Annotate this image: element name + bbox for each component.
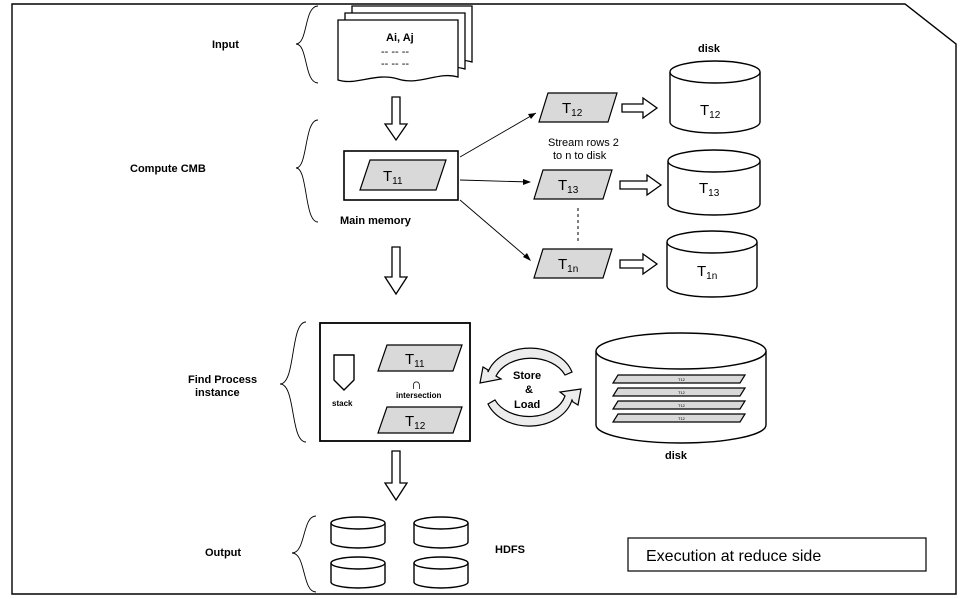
disk-top-label: disk <box>698 43 721 55</box>
input-doc-line-2: -- -- -- <box>381 58 409 70</box>
stage-label-find-process-1: Find Process <box>188 374 257 386</box>
big-disk-label: disk <box>665 450 688 462</box>
store-load-arrow-bottom <box>487 388 582 427</box>
disk-t1n: T1n <box>666 230 758 298</box>
disk-t13-label: T13 <box>699 180 720 199</box>
store-load-cycle: Store & Load <box>479 347 582 427</box>
process-table-t11 <box>377 344 463 372</box>
big-disk: T12 T12 T12 T12 disk <box>595 332 767 462</box>
stage-label-compute: Compute CMB <box>130 163 206 175</box>
brace-input <box>295 5 319 84</box>
down-arrow-1 <box>383 96 409 142</box>
input-doc-line-1: -- -- -- <box>381 46 409 58</box>
main-memory-label: Main memory <box>340 215 412 227</box>
disk-row-4-label: T12 <box>678 416 686 421</box>
brace-compute <box>295 119 319 223</box>
store-load-arrow-top <box>479 347 573 384</box>
table-t1n: T1n <box>533 248 613 279</box>
arrow-to-disk-t1n <box>619 252 659 276</box>
arrow-to-disk-t12 <box>621 96 659 120</box>
stream-arrows <box>459 112 579 261</box>
disk-row-3-label: T12 <box>678 403 686 408</box>
intersection-label: intersection <box>396 391 441 400</box>
stream-note-line-2: to n to disk <box>553 150 607 162</box>
stream-note-line-1: Stream rows 2 <box>548 137 619 149</box>
stage-label-output: Output <box>205 547 241 559</box>
t11-sub: 11 <box>392 176 403 187</box>
process-box: stack T11 ∩ intersection T12 <box>319 322 471 442</box>
table-t13-label: T13 <box>558 177 579 196</box>
intersection-symbol: ∩ <box>411 376 422 393</box>
disk-row-2 <box>611 387 747 397</box>
down-arrow-3 <box>383 450 409 502</box>
brace-output <box>291 515 317 593</box>
note-box-text: Execution at reduce side <box>646 548 821 565</box>
input-doc-header: Ai, Aj <box>386 32 414 44</box>
table-t13: T13 <box>533 169 613 200</box>
arrow-to-disk-t13 <box>619 173 663 197</box>
disk-t12-label: T12 <box>700 102 721 121</box>
down-arrow-2 <box>383 246 409 296</box>
disk-row-1 <box>611 374 747 384</box>
table-t12: T12 <box>538 92 618 123</box>
table-t11-memory-label: T11 <box>383 168 403 187</box>
stack-label: stack <box>332 399 353 408</box>
table-t12-label: T12 <box>562 100 583 119</box>
stack-icon <box>333 354 355 391</box>
stage-label-input: Input <box>212 39 239 51</box>
process-table-t11-label: T11 <box>405 351 425 370</box>
hdfs-label: HDFS <box>495 544 525 556</box>
disk-row-2-label: T12 <box>678 390 686 395</box>
disk-t1n-label: T1n <box>697 263 717 282</box>
process-table-t12-label: T12 <box>405 413 426 432</box>
disk-t13: T13 <box>667 149 761 216</box>
disk-t12: T12 <box>669 60 761 134</box>
input-documents: Ai, Aj -- -- -- -- -- -- <box>337 5 473 83</box>
disk-row-3 <box>611 400 747 410</box>
brace-find-process <box>279 321 307 443</box>
stage-label-find-process-2: instance <box>195 387 240 399</box>
table-t1n-label: T1n <box>558 256 578 275</box>
disk-row-4 <box>611 413 747 423</box>
hdfs-cylinders <box>330 516 469 589</box>
t11-base: T <box>383 168 392 185</box>
store-label: Store <box>513 370 541 382</box>
disk-row-1-label: T12 <box>678 377 686 382</box>
load-label: Load <box>514 399 540 411</box>
table-t11-memory <box>359 159 447 191</box>
process-table-t12 <box>377 406 463 434</box>
main-memory: T11 Main memory <box>340 150 459 227</box>
ampersand-label: & <box>525 384 533 396</box>
input-document-front <box>337 19 459 83</box>
outer-frame <box>11 3 957 595</box>
note-box <box>627 537 927 572</box>
